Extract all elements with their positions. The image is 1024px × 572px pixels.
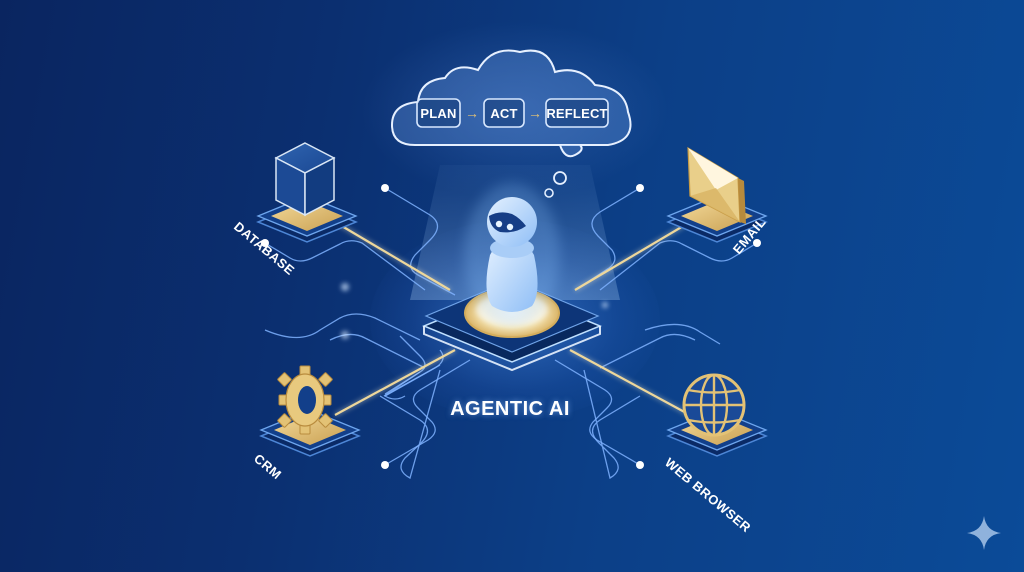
thought-bubble	[544, 188, 554, 198]
circuit-dot	[381, 184, 389, 192]
circuit-dot	[636, 184, 644, 192]
svg-text:ACT: ACT	[490, 106, 517, 121]
cloud-shape	[390, 49, 632, 146]
circuit-lines-lower	[329, 333, 696, 466]
cloud-step-reflect: REFLECT	[545, 98, 609, 128]
svg-text:REFLECT: REFLECT	[546, 106, 607, 121]
circuit-dot	[261, 239, 269, 247]
center-title: AGENTIC AI	[450, 398, 570, 420]
node-email: EMAIL	[666, 146, 769, 257]
sparkle-icon	[967, 516, 1001, 550]
cube-icon	[274, 142, 336, 217]
globe-icon	[682, 373, 746, 437]
circuit-dot	[381, 461, 389, 469]
node-web-browser: WEB BROWSER	[662, 373, 768, 536]
svg-text:PLAN: PLAN	[420, 106, 456, 121]
circuit-lines-secondary	[383, 364, 441, 397]
circuit-dot	[753, 239, 761, 247]
cloud-step-plan: PLAN	[416, 98, 461, 128]
svg-text:WEB BROWSER: WEB BROWSER	[662, 455, 754, 536]
cloud-step-act: ACT	[483, 98, 525, 128]
thought-cloud: PLAN → ACT → REFLECT	[390, 49, 632, 198]
circuit-dots	[261, 184, 761, 469]
gear-icon	[277, 365, 333, 435]
svg-text:CRM: CRM	[251, 451, 284, 482]
thought-bubble	[553, 171, 567, 185]
arrow-icon: →	[528, 105, 542, 121]
node-database: DATABASE	[231, 142, 358, 278]
circuit-dot	[636, 461, 644, 469]
arrow-icon: →	[465, 105, 479, 121]
node-crm: CRM	[251, 365, 361, 482]
envelope-icon	[687, 146, 746, 224]
robot-icon	[464, 183, 560, 327]
